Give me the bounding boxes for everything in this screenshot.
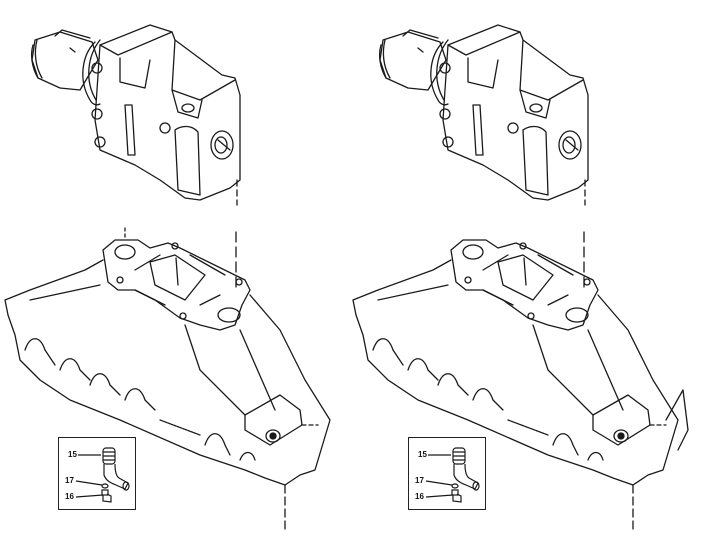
exhaust-elbow: [31, 24, 241, 291]
fitting-drawing: [425, 447, 480, 503]
callout-17: 17: [65, 476, 74, 485]
callout-line-17: [75, 480, 103, 486]
callout-line-16: [75, 494, 104, 498]
exhaust-manifold: [352, 239, 689, 531]
exhaust-manifold: [4, 227, 331, 531]
diagram-panel-left: 15 17 16: [4, 24, 331, 531]
diagram-panel-right: 15 17 16: [348, 0, 707, 537]
elbow-fitting-icon: [452, 447, 480, 491]
callout-15: 15: [68, 450, 77, 459]
o-ring-icon: [101, 483, 109, 489]
callout-17: 17: [415, 476, 424, 485]
callout-16: 16: [65, 492, 74, 501]
fitting-drawing: [75, 447, 130, 503]
callout-15: 15: [418, 450, 427, 459]
callout-line-16: [425, 494, 454, 498]
fitting-inset: 15 17 16: [58, 437, 136, 510]
exhaust-elbow: [379, 24, 589, 291]
callout-line-17: [425, 480, 453, 486]
exhaust-assembly-drawing: [4, 24, 331, 531]
drain-plug-icon: [101, 489, 112, 503]
elbow-fitting-icon: [102, 447, 130, 491]
drain-plug-icon: [451, 489, 462, 503]
exhaust-assembly-drawing: [352, 24, 689, 531]
fitting-inset: 15 17 16: [408, 437, 486, 510]
callout-16: 16: [415, 492, 424, 501]
o-ring-icon: [451, 483, 459, 489]
